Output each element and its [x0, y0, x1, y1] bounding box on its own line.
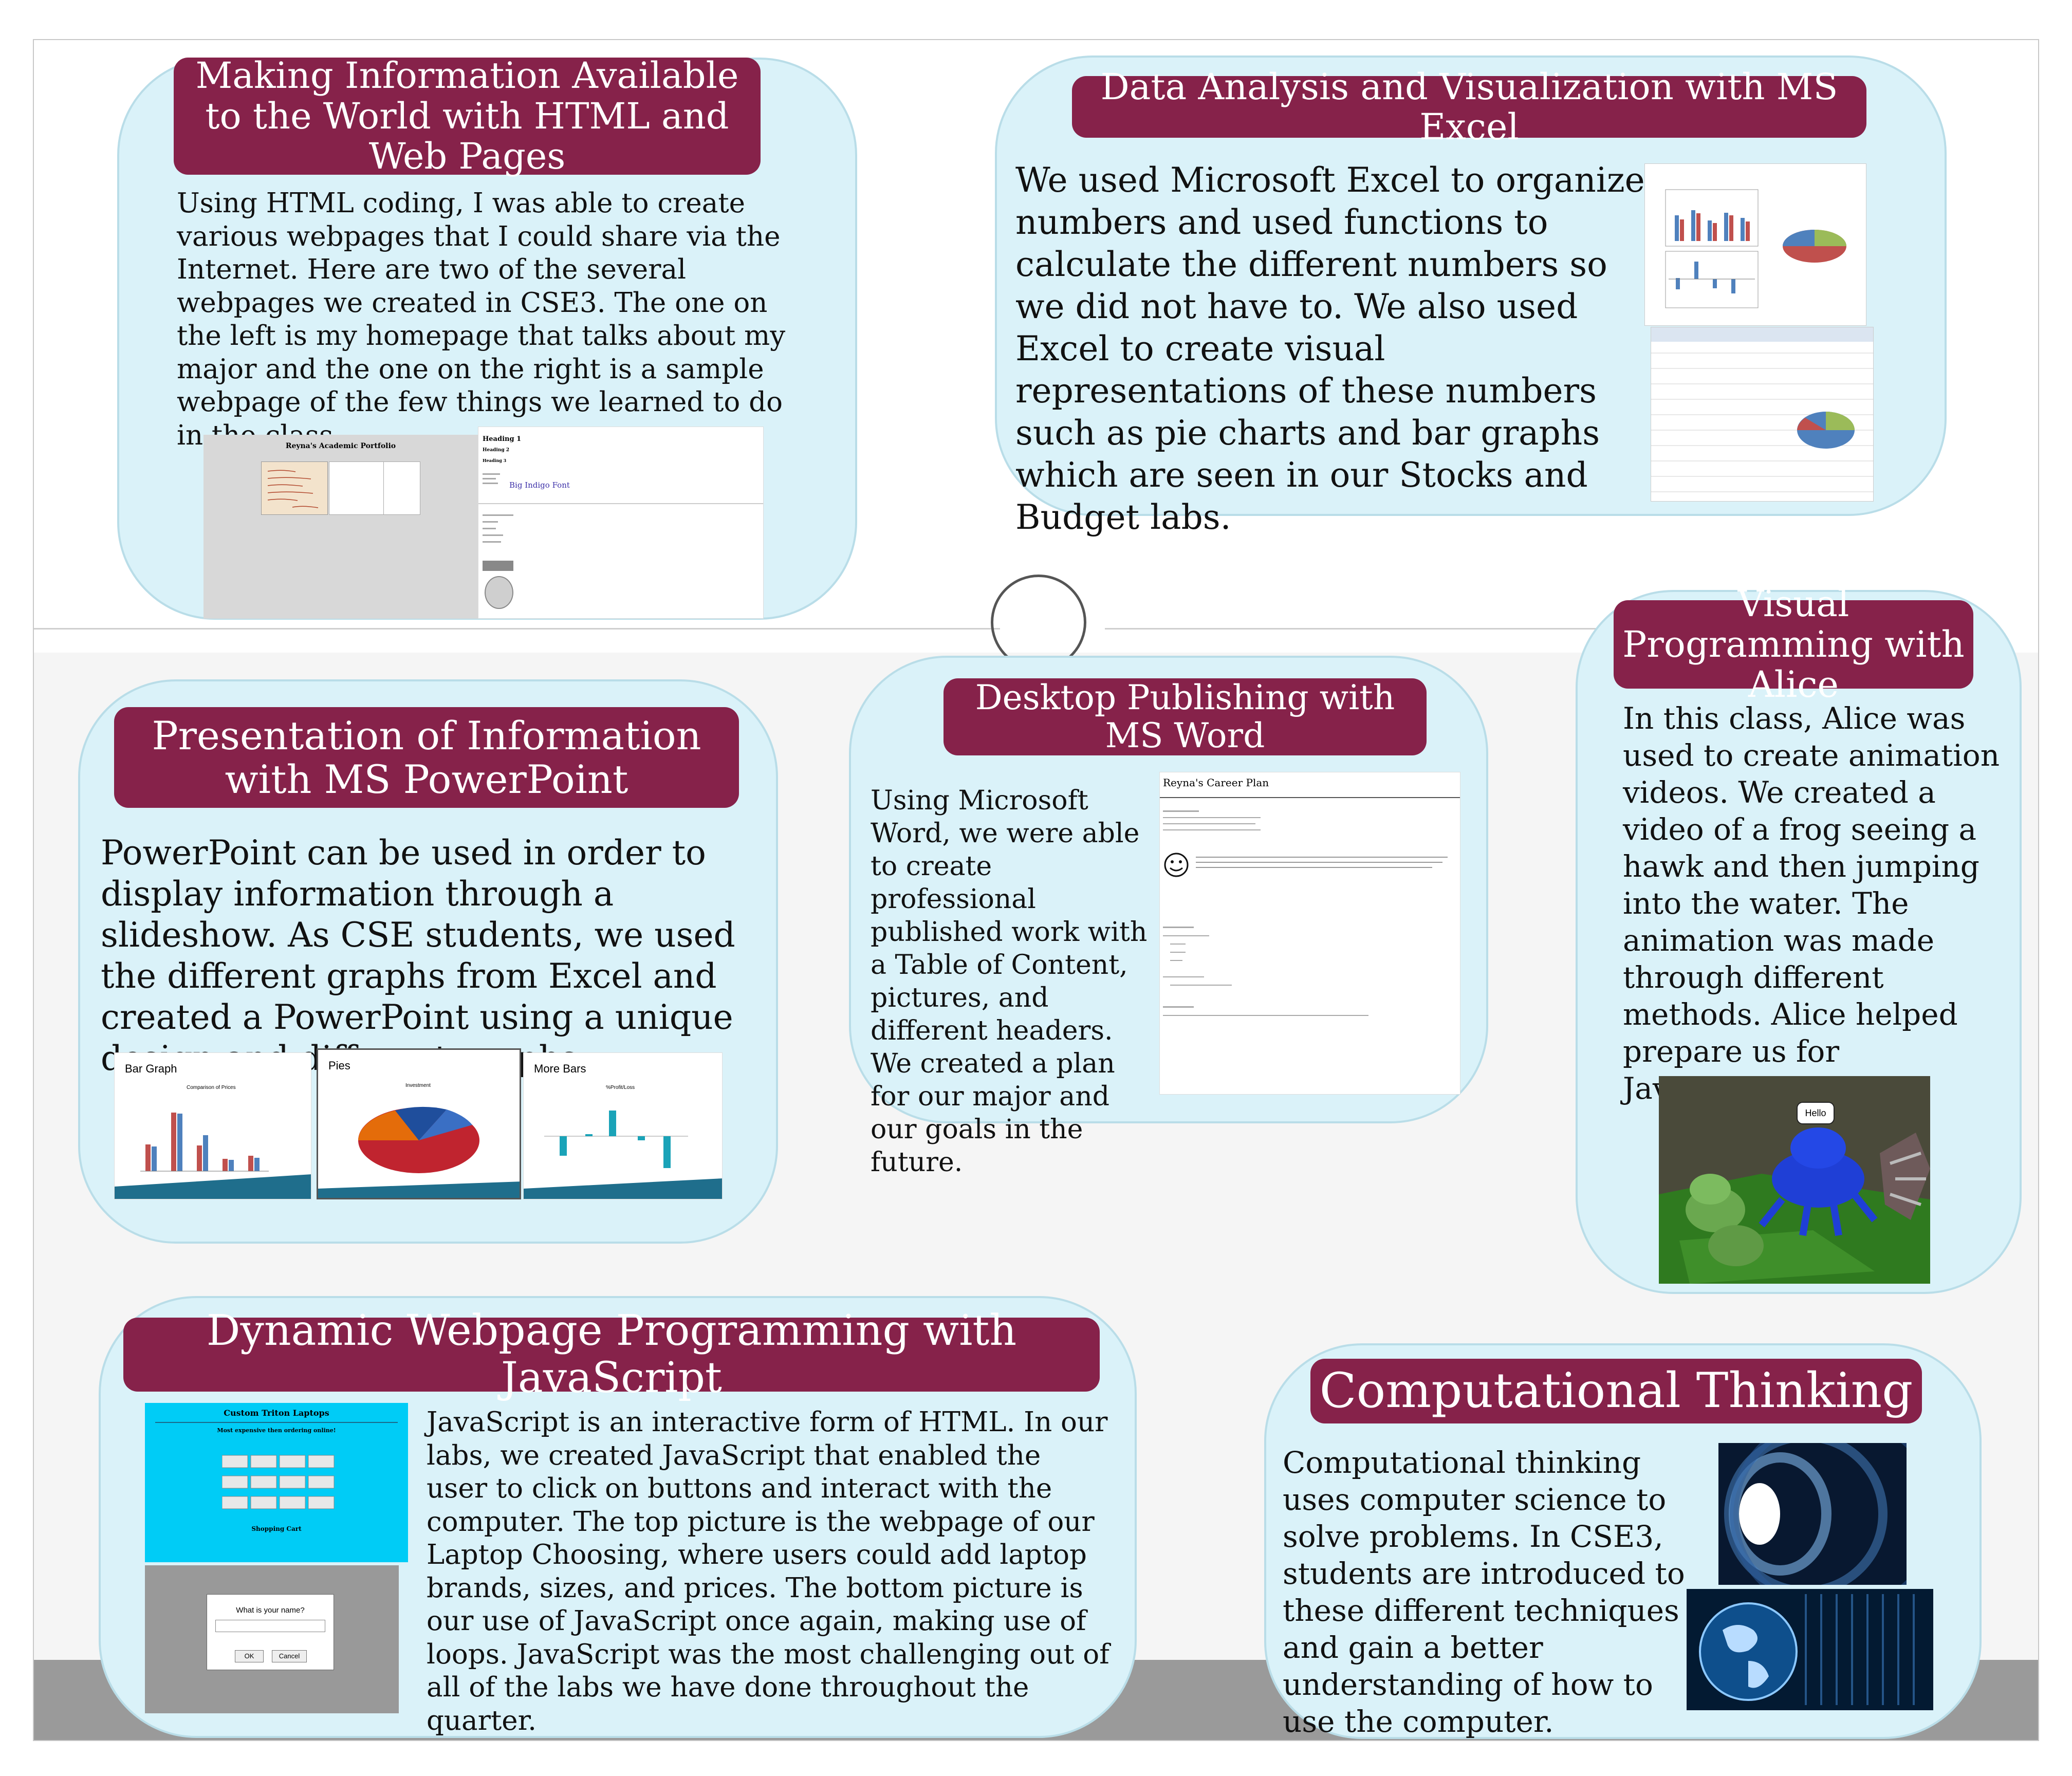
- slide-pies-label: Pies: [328, 1059, 350, 1072]
- slide-more-bars-chart-title: %Profit/Loss: [606, 1085, 635, 1090]
- wikipedia-globe-icon: [485, 576, 513, 609]
- js-dialog-screenshot: What is your name? OK Cancel: [145, 1565, 399, 1713]
- slide-bar-graph: Bar Graph Comparison of Prices: [114, 1052, 311, 1199]
- word-document-screenshot: Reyna's Career Plan: [1159, 772, 1460, 1095]
- dialog-ok-button: OK: [235, 1650, 264, 1662]
- excel-body: We used Microsoft Excel to organize numb…: [1015, 160, 1645, 537]
- poster-frame: [33, 39, 2039, 1741]
- excel-budget-screenshot: [1651, 327, 1874, 502]
- slide-pies: Pies Investment: [317, 1048, 521, 1199]
- binary-globe-graphic: [1687, 1589, 1933, 1710]
- sample-heading-3: Heading 3: [483, 458, 507, 463]
- powerpoint-body: PowerPoint can be used in order to displ…: [101, 833, 735, 1078]
- laptop-subtitle: Most expensive then ordering online!: [217, 1427, 336, 1434]
- binary-tunnel-image: [1718, 1443, 1907, 1585]
- divider-left: [34, 628, 1000, 630]
- slide-bar-graph-label: Bar Graph: [125, 1062, 177, 1075]
- html-title: Making Information Available to the Worl…: [174, 55, 761, 176]
- computational-title: Computational Thinking: [1310, 1359, 1922, 1423]
- javascript-body: JavaScript is an interactive form of HTM…: [427, 1407, 1109, 1736]
- homepage-info-box-2: [383, 461, 420, 515]
- word-toc: [1163, 805, 1266, 836]
- alice-animation-screenshot: Hello: [1659, 1076, 1930, 1284]
- slide-pies-chart-title: Investment: [405, 1083, 431, 1088]
- laptop-grid: [221, 1447, 335, 1519]
- sample-indigo-font: Big Indigo Font: [509, 480, 570, 490]
- speech-bubble: Hello: [1797, 1102, 1835, 1124]
- javascript-title: Dynamic Webpage Programming with JavaScr…: [123, 1307, 1100, 1401]
- homepage-screenshot: Reyna's Academic Portfolio: [203, 435, 478, 619]
- alice-scene-graphic: [1659, 1076, 1930, 1284]
- excel-title: Data Analysis and Visualization with MS …: [1072, 66, 1866, 147]
- laptop-webpage-screenshot: Custom Triton Laptops Most expensive the…: [145, 1403, 408, 1562]
- binary-tunnel-graphic: [1718, 1443, 1907, 1585]
- slide-more-bars: More Bars %Profit/Loss: [523, 1052, 723, 1199]
- smiley-icon: [1164, 853, 1189, 877]
- word-paragraph: [1196, 853, 1453, 872]
- sample-text-lines: [483, 470, 503, 491]
- laptop-title: Custom Triton Laptops: [224, 1408, 329, 1418]
- laptop-button-grid-graphic: [221, 1455, 335, 1509]
- computational-body: Computational thinking uses computer sci…: [1283, 1445, 1685, 1739]
- bar-graph-graphic: [115, 1113, 311, 1199]
- dialog-prompt: What is your name?: [236, 1606, 305, 1615]
- excel-charts-graphic: [1665, 189, 1846, 308]
- alice-body: In this class, Alice was used to create …: [1623, 701, 2000, 1106]
- slide-more-bars-label: More Bars: [534, 1062, 586, 1075]
- homepage-screenshot-title: Reyna's Academic Portfolio: [285, 442, 396, 450]
- more-bars-graphic: [524, 1111, 722, 1199]
- word-title: Desktop Publishing with MS Word: [943, 678, 1427, 755]
- sample-button: [483, 561, 513, 571]
- html-body: Using HTML coding, I was able to create …: [177, 188, 786, 451]
- word-body: Using Microsoft Word, we were able to cr…: [871, 785, 1148, 1178]
- laptop-cart: Shopping Cart: [251, 1525, 302, 1532]
- sample-separator: [478, 503, 763, 504]
- sample-list: [483, 509, 524, 548]
- excel-budget-graphic: [1651, 327, 1873, 492]
- sample-webpage-screenshot: Heading 1 Heading 2 Heading 3 Big Indigo…: [478, 427, 764, 619]
- alice-title: Visual Programming with Alice: [1614, 584, 1973, 705]
- sample-heading-1: Heading 1: [483, 435, 522, 443]
- divider-right: [1105, 628, 1650, 630]
- slide-bar-graph-chart-title: Comparison of Prices: [187, 1085, 236, 1090]
- word-doc-rule: [1160, 797, 1460, 798]
- word-sections: [1163, 906, 1368, 1023]
- dialog-input: [215, 1620, 325, 1632]
- sample-heading-2: Heading 2: [483, 448, 510, 453]
- powerpoint-title: Presentation of Information with MS Powe…: [114, 707, 739, 808]
- dialog-cancel-button: Cancel: [272, 1650, 307, 1662]
- binary-globe-image: [1687, 1589, 1933, 1710]
- excel-charts-screenshot: [1644, 163, 1866, 326]
- pie-chart-graphic: [318, 1106, 520, 1198]
- word-doc-title: Reyna's Career Plan: [1163, 776, 1269, 789]
- note-image: [261, 461, 328, 515]
- js-dialog-box: What is your name? OK Cancel: [207, 1594, 334, 1670]
- handwritten-note-graphic: [267, 470, 319, 508]
